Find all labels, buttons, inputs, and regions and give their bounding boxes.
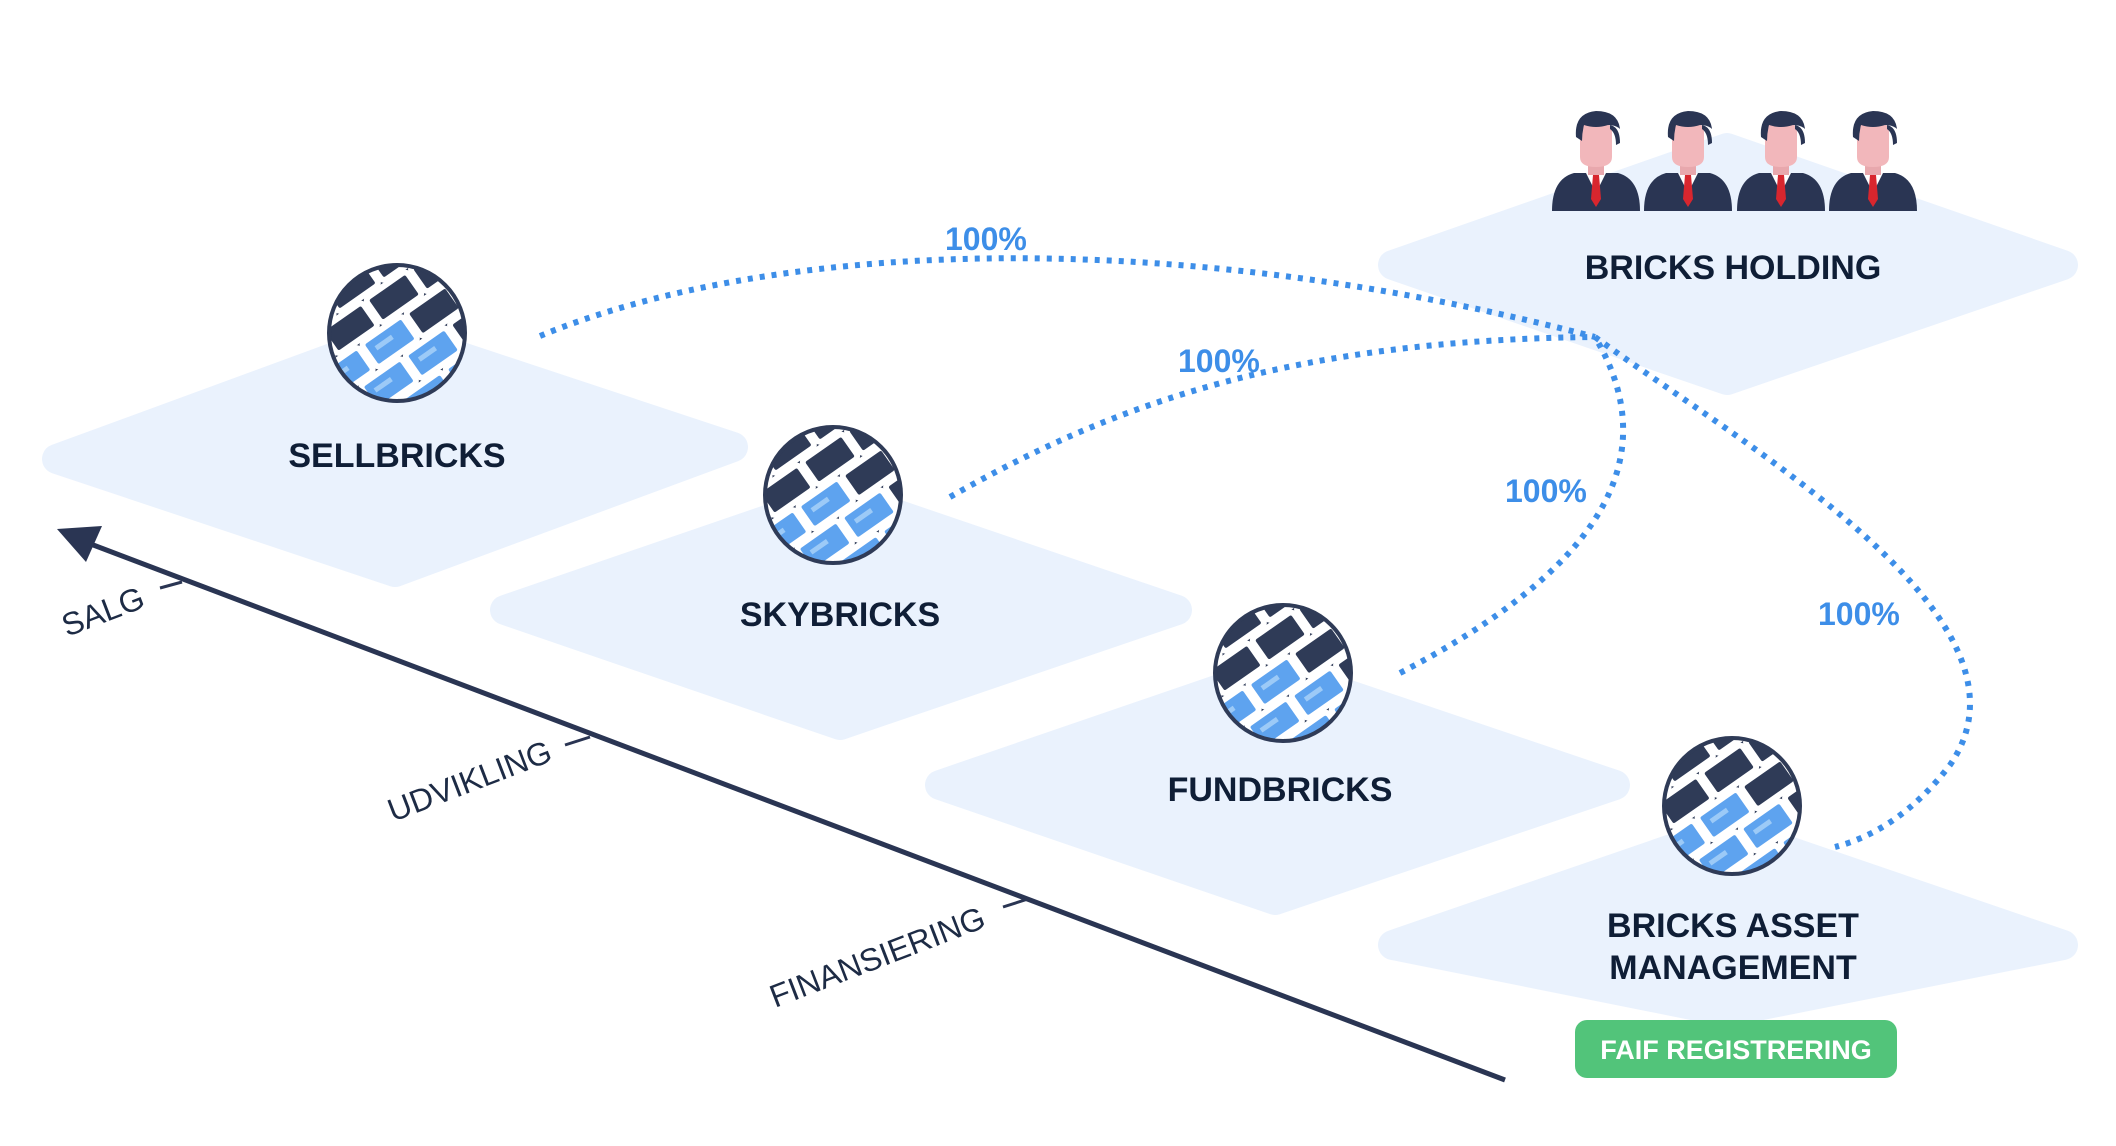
pct-fundbricks: 100% — [1505, 473, 1587, 509]
label-holding: BRICKS HOLDING — [1585, 249, 1882, 287]
ownership-lines — [538, 255, 1973, 850]
label-fundbricks: FUNDBRICKS — [1168, 771, 1393, 809]
link-skybricks — [948, 334, 1596, 500]
platform-fundbricks — [925, 655, 1630, 915]
axis-label-salg: SALG — [57, 579, 150, 643]
platform-skybricks — [490, 480, 1192, 740]
pct-sellbricks: 100% — [945, 221, 1027, 257]
label-asset-line1: BRICKS ASSET — [1607, 907, 1859, 945]
platform-sellbricks — [42, 320, 748, 587]
axis-line — [87, 540, 1506, 1083]
tick-finansiering — [1002, 897, 1029, 909]
arrow-head-icon — [57, 526, 102, 562]
label-sellbricks: SELLBRICKS — [288, 437, 505, 475]
person-icon — [1552, 111, 1640, 211]
faif-badge: FAIF REGISTRERING — [1575, 1020, 1897, 1078]
label-asset-line2: MANAGEMENT — [1609, 949, 1857, 987]
axis-label-udvikling: UDVIKLING — [383, 733, 557, 828]
faif-badge-label: FAIF REGISTRERING — [1600, 1035, 1872, 1065]
pct-asset: 100% — [1818, 596, 1900, 632]
link-fundbricks — [1398, 335, 1627, 676]
platform-holding — [1378, 133, 2078, 395]
tick-salg — [159, 580, 183, 590]
pct-skybricks: 100% — [1178, 343, 1260, 379]
tick-udvikling — [564, 735, 591, 747]
person-icon — [1829, 111, 1917, 211]
faif-badge-bg — [1575, 1020, 1897, 1078]
label-skybricks: SKYBRICKS — [740, 596, 940, 634]
platforms — [42, 133, 2078, 1027]
axis-label-finansiering: FINANSIERING — [765, 899, 990, 1014]
platform-asset — [1378, 815, 2078, 1027]
